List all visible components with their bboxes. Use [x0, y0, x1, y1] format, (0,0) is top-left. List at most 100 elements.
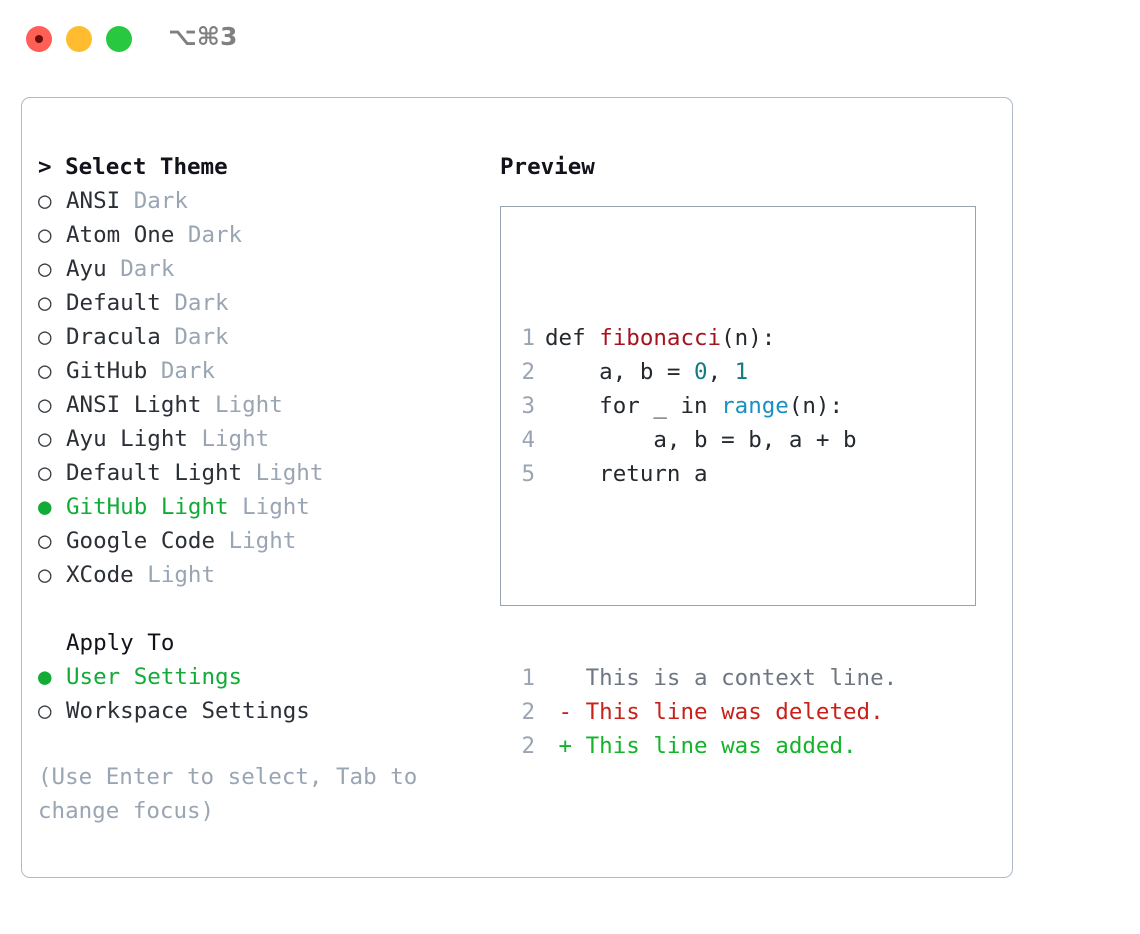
code-token: a, b = b, a + b — [545, 427, 857, 453]
theme-option-label: Ayu Light — [66, 426, 202, 452]
theme-option-label: XCode — [66, 562, 148, 588]
list-spacer — [38, 592, 478, 626]
theme-variant-tag: Dark — [187, 222, 243, 248]
theme-variant-tag: Light — [255, 460, 324, 486]
main-panel: > Select Theme ○ANSI Dark○Atom One Dark○… — [21, 97, 1013, 878]
radio-selected-icon: ● — [38, 494, 52, 520]
code-token: range — [721, 393, 789, 419]
preview-header: Preview — [500, 154, 595, 180]
apply-to-header: ○Apply To — [38, 626, 478, 660]
radio-unselected-icon: ○ — [38, 392, 52, 418]
line-number: 3 — [521, 393, 535, 419]
theme-option-label: Atom One — [66, 222, 188, 248]
theme-variant-tag: Dark — [133, 188, 188, 214]
theme-option-ayu-light[interactable]: ○ Ayu Light Light — [38, 422, 478, 456]
theme-option-label: GitHub — [66, 358, 161, 384]
apply-to-option-label: User Settings — [66, 664, 243, 690]
theme-option-label: Default Light — [66, 460, 256, 486]
theme-variant-tag: Dark — [174, 290, 229, 316]
theme-variant-tag: Light — [201, 426, 270, 452]
code-line: 2 a, b = 0, 1 — [509, 355, 897, 389]
radio-unselected-icon: ○ — [38, 528, 52, 554]
theme-option-atom-one[interactable]: ○ Atom One Dark — [38, 218, 478, 252]
theme-option-default-light[interactable]: ○ Default Light Light — [38, 456, 478, 490]
code-token: 1 — [734, 359, 749, 385]
zoom-button[interactable] — [106, 26, 132, 52]
theme-list: ○ANSI Dark○Atom One Dark○Ayu Dark○Defaul… — [38, 184, 478, 592]
theme-option-github[interactable]: ○ GitHub Dark — [38, 354, 478, 388]
radio-unselected-icon: ○ — [38, 426, 52, 452]
radio-selected-icon: ● — [38, 664, 52, 690]
theme-variant-tag: Dark — [160, 358, 216, 384]
line-number: 1 — [521, 325, 535, 351]
line-number: 4 — [521, 427, 535, 453]
theme-option-label: Dracula — [66, 324, 175, 350]
keyboard-shortcut-label: ⌥⌘3 — [168, 22, 238, 51]
theme-option-label: Default — [66, 290, 175, 316]
theme-option-label: Ayu — [66, 256, 121, 282]
theme-variant-tag: Light — [228, 528, 297, 554]
theme-variant-tag: Light — [215, 392, 283, 418]
apply-to-option-workspace-settings[interactable]: ○Workspace Settings — [38, 694, 478, 728]
apply-to-header-indent: ○ — [38, 626, 66, 660]
select-theme-header: > Select Theme — [38, 154, 228, 180]
theme-option-label: ANSI Light — [66, 392, 216, 418]
code-line: 5 return a — [509, 457, 897, 491]
theme-option-dracula[interactable]: ○Dracula Dark — [38, 320, 478, 354]
theme-option-ansi-light[interactable]: ○ ANSI Light Light — [38, 388, 478, 422]
theme-option-xcode[interactable]: ○XCode Light — [38, 558, 478, 592]
code-line: 4 a, b = b, a + b — [509, 423, 897, 457]
radio-unselected-icon: ○ — [38, 188, 52, 214]
diff-line-text: - This line was deleted. — [545, 699, 884, 725]
line-number: 2 — [521, 359, 535, 385]
theme-option-github-light[interactable]: ● GitHub Light Light — [38, 490, 478, 524]
minimize-button[interactable] — [66, 26, 92, 52]
diff-line-del: 2 - This line was deleted. — [509, 695, 897, 729]
apply-to-option-user-settings[interactable]: ● User Settings — [38, 660, 478, 694]
theme-variant-tag: Light — [242, 494, 310, 520]
code-token: a, b = — [545, 359, 695, 385]
diff-line-ctx: 1 This is a context line. — [509, 661, 897, 695]
code-token: (n): — [788, 393, 844, 419]
theme-option-label: GitHub Light — [66, 494, 243, 520]
diff-line-text: This is a context line. — [545, 665, 898, 691]
code-line: 3 for _ in range(n): — [509, 389, 897, 423]
window-controls — [26, 26, 132, 52]
theme-selector-column: > Select Theme ○ANSI Dark○Atom One Dark○… — [38, 150, 478, 828]
theme-option-google-code[interactable]: ○ Google Code Light — [38, 524, 478, 558]
code-token: (n): — [721, 325, 776, 351]
radio-unselected-icon: ○ — [38, 358, 52, 384]
radio-unselected-icon: ○ — [38, 256, 52, 282]
line-number: 2 — [521, 699, 535, 725]
radio-unselected-icon: ○ — [38, 698, 52, 724]
code-diff-gap — [509, 559, 897, 593]
radio-unselected-icon: ○ — [38, 562, 52, 588]
code-token: fibonacci — [599, 325, 722, 351]
apply-to-header-label: Apply To — [66, 630, 175, 656]
title-bar: ⌥⌘3 — [0, 0, 1140, 78]
theme-variant-tag: Dark — [174, 324, 229, 350]
theme-variant-tag: Dark — [120, 256, 175, 282]
theme-option-label: Google Code — [66, 528, 229, 554]
theme-option-default[interactable]: ○Default Dark — [38, 286, 478, 320]
apply-to-list: ● User Settings ○Workspace Settings — [38, 660, 478, 728]
code-token: 0 — [694, 359, 708, 385]
keyboard-hint: (Use Enter to select, Tab to change focu… — [38, 764, 418, 824]
line-number: 5 — [521, 461, 535, 487]
radio-unselected-icon: ○ — [38, 460, 52, 486]
code-token: , — [707, 359, 735, 385]
code-token: for _ in — [545, 393, 722, 419]
diff-line-text: + This line was added. — [545, 733, 857, 759]
close-button[interactable] — [26, 26, 52, 52]
code-token: return a — [545, 461, 708, 487]
theme-option-ansi[interactable]: ○ ANSI Dark — [38, 184, 478, 218]
theme-option-ayu[interactable]: ○ Ayu Dark — [38, 252, 478, 286]
theme-option-label: ANSI — [66, 188, 134, 214]
radio-unselected-icon: ○ — [38, 222, 52, 248]
